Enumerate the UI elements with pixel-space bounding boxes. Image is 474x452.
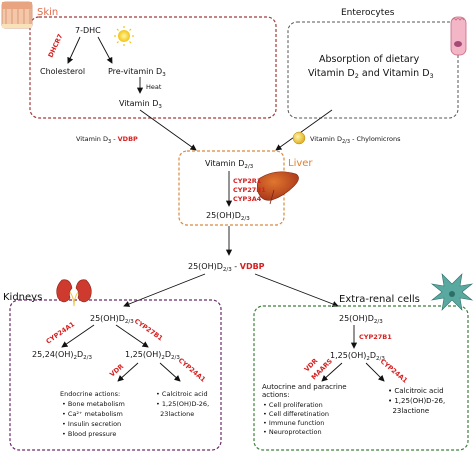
liver-icon <box>257 171 299 205</box>
kidneys-endocrine-item: • Insulin secretion <box>62 420 121 428</box>
skin-vitamin-d3: Vitamin D3 <box>119 99 162 110</box>
kidneys-endocrine-title: Endocrine actions: <box>60 390 120 398</box>
extrarenal-actions-title-2: actions: <box>262 391 290 399</box>
enterocyte-icon <box>450 16 467 56</box>
arrow-enterocytes-to-liver <box>275 109 333 151</box>
kidneys-box <box>9 299 222 451</box>
sun-icon <box>114 26 134 46</box>
kidney-enzyme-cyp24a1-2: CYP24A1 <box>177 356 208 384</box>
extrarenal-action-item: • Neuroprotection <box>263 428 322 436</box>
enterocytes-line2: Vitamin D2 and Vitamin D3 <box>308 68 434 80</box>
arrow-kidney-to-2524 <box>61 324 95 348</box>
liver-title: Liver <box>288 158 313 169</box>
extrarenal-actions-title: Autocrine and paracrine <box>262 383 347 391</box>
enterocytes-title: Enterocytes <box>341 8 395 18</box>
kidney-enzyme-cyp24a1: CYP24A1 <box>45 320 77 346</box>
kidneys-catabolite-item: 23lactione <box>156 410 194 418</box>
enterocytes-box <box>287 21 459 119</box>
liver-enzyme-cyp3a4: CYP3A4 <box>233 195 262 203</box>
liver-enzyme-cyp27b1: CYP27B1 <box>233 186 266 194</box>
kidneys-left-product: 25,24(OH)2D2/3 <box>32 350 92 361</box>
arrow-extrarenal-to-catabolites <box>365 362 385 382</box>
extrarenal-action-item: • Immune function <box>263 419 324 427</box>
arrow-skin-to-liver <box>139 109 197 151</box>
kidneys-icon <box>56 279 92 307</box>
enterocytes-line1: Absorption of dietary <box>319 54 420 65</box>
extrarenal-action-item: • Cell proliferation <box>263 401 323 409</box>
liver-output: 25(OH)D2/3 <box>206 211 250 222</box>
extrarenal-catabolite-item: 23lactione <box>388 407 429 415</box>
arrow-extrarenal-to-actions <box>321 362 343 382</box>
transport-vdbp-left: Vitamin D3 - VDBP <box>76 135 138 145</box>
arrow-kidney-to-125 <box>115 324 149 348</box>
skin-7dhc: 7-DHC <box>75 26 101 35</box>
enzyme-dhcr7: DHCR7 <box>47 33 65 59</box>
extrarenal-enzyme-cyp27b1: CYP27B1 <box>359 333 392 341</box>
kidneys-endocrine-item: • Blood pressure <box>62 430 116 438</box>
skin-title: Skin <box>37 7 58 18</box>
arrow-kidney-to-endocrine <box>117 362 139 382</box>
chylomicron-icon <box>292 131 306 145</box>
kidney-enzyme-cyp27b1: CYP27B1 <box>133 317 165 343</box>
extrarenal-box <box>253 305 469 451</box>
arrow-circulation-to-extrarenal <box>254 273 339 307</box>
liver-input: Vitamin D2/3 <box>205 159 254 170</box>
cell-icon <box>430 273 474 311</box>
extrarenal-title: Extra-renal cells <box>339 294 420 305</box>
arrow-kidney-to-catabolites <box>159 362 181 382</box>
kidneys-catabolite-item: • Calcitroic acid <box>156 390 208 398</box>
skin-heat: Heat <box>146 83 162 91</box>
kidneys-endocrine-item: • Bone metabolism <box>62 400 125 408</box>
extrarenal-catabolite-item: • 1,25(OH)D-26, <box>388 397 445 405</box>
kidney-enzyme-vdr: VDR <box>108 362 125 378</box>
circulation-label: 25(OH)D2/3 - VDBP <box>188 262 265 273</box>
transport-chylomicrons: Vitamin D2/3 - Chylomicrons <box>310 135 401 145</box>
arrow-circulation-to-kidneys <box>123 273 206 307</box>
liver-enzyme-cyp2r1: CYP2R1 <box>233 177 262 185</box>
arrow-7dhc-to-previtamin <box>97 36 113 64</box>
kidneys-top: 25(OH)D2/3 <box>90 314 134 325</box>
extrarenal-product: 1,25(OH)2D2/3 <box>330 351 385 362</box>
extrarenal-top: 25(OH)D2/3 <box>339 314 383 325</box>
kidneys-title: Kidneys <box>3 292 42 303</box>
kidneys-right-product: 1,25(OH)2D2/3 <box>125 350 180 361</box>
skin-box <box>29 16 277 119</box>
kidneys-catabolite-item: • 1,25(OH)D-26, <box>156 400 209 408</box>
arrow-7dhc-to-cholesterol <box>67 36 81 64</box>
extrarenal-catabolite-item: • Calcitroic acid <box>388 387 444 395</box>
skin-cholesterol: Cholesterol <box>40 67 85 76</box>
extrarenal-action-item: • Cell differetination <box>263 410 329 418</box>
skin-previtamin: Pre-vitamin D3 <box>108 67 166 78</box>
kidneys-endocrine-item: • Ca²⁺ metabolism <box>62 410 123 418</box>
skin-section-icon <box>1 1 33 29</box>
